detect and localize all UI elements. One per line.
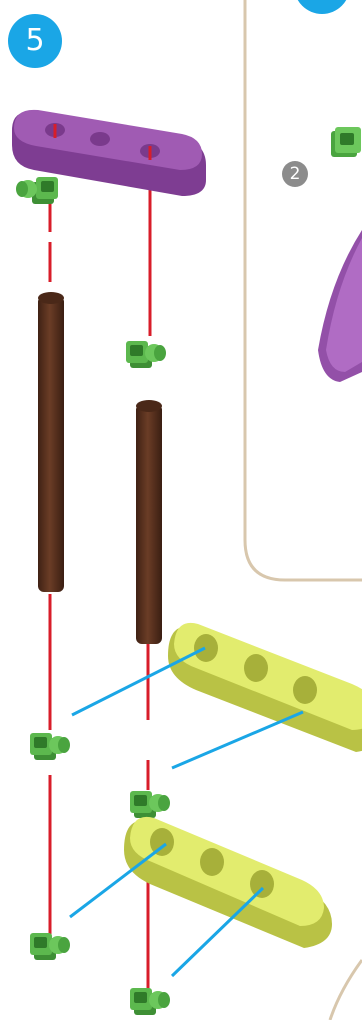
brown-rod-2	[136, 400, 162, 644]
green-connector-2	[126, 341, 166, 368]
green-connector-3	[30, 733, 70, 760]
green-connector-1	[16, 177, 58, 204]
inset-green-connector	[331, 127, 361, 157]
sub-step-badge: 2	[282, 161, 308, 187]
green-connector-5	[30, 933, 70, 960]
step-number-badge: 5	[8, 14, 62, 68]
next-panel-frame	[330, 960, 362, 1020]
brown-rod-1	[38, 292, 64, 592]
bar-hole-2	[90, 132, 110, 146]
yellow-link-bar-2	[124, 817, 332, 948]
green-connector-4	[130, 791, 170, 818]
sub-step-number: 2	[290, 166, 301, 183]
green-connector-6	[130, 988, 170, 1015]
yellow-link-bar-1	[168, 623, 362, 752]
step-number: 5	[25, 26, 44, 56]
inset-step-badge-partial	[294, 0, 350, 14]
